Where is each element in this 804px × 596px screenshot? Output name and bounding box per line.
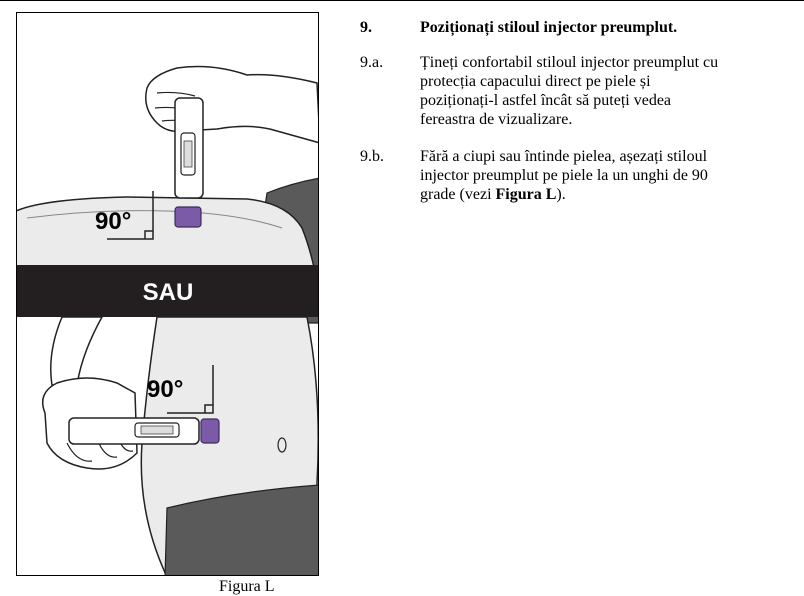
hand-top: [145, 65, 318, 144]
substep-9b: 9.b. Fără a ciupi sau întinde pielea, aș…: [360, 147, 804, 204]
substep-number: 9.b.: [360, 148, 384, 165]
injection-illustration: 90° SAU 90°: [17, 65, 318, 575]
step-heading: 9. Poziționați stiloul injector preumplu…: [360, 18, 804, 37]
angle-marker-bottom: [167, 365, 214, 414]
substep-text: Țineți confortabil stiloul injector preu…: [420, 54, 719, 128]
substep-9a: 9.a. Țineți confortabil stiloul injector…: [360, 53, 804, 129]
navel: [277, 437, 287, 453]
arm-bottom: [50, 316, 104, 386]
substep-text-start: Fără a ciupi sau întinde pielea, așezați…: [420, 148, 708, 203]
figure-l-panel: 90° SAU 90°: [16, 12, 319, 576]
top-rule: [0, 0, 804, 1]
skin-contour: [26, 210, 283, 229]
figure-reference: Figura L: [495, 186, 557, 203]
substep-text-end: ).: [556, 186, 566, 203]
angle-marker-top: [107, 191, 154, 240]
substep-text: Fără a ciupi sau întinde pielea, așezați…: [420, 147, 804, 204]
angle-label-top: 90°: [95, 208, 131, 235]
or-separator-label: SAU: [143, 279, 194, 306]
step-title: Poziționați stiloul injector preumplut.: [420, 19, 678, 36]
substep-number: 9.a.: [360, 54, 384, 71]
angle-label-bottom: 90°: [147, 376, 183, 403]
step-section: 9. Poziționați stiloul injector preumplu…: [360, 18, 804, 222]
pen-cap-vertical: [174, 206, 202, 228]
pen-cap-horizontal: [200, 418, 220, 444]
pen-window-inner-h: [140, 425, 174, 435]
dark-clothing-bottom: [164, 484, 318, 575]
pen-window-inner: [183, 140, 193, 168]
or-separator-band: [17, 265, 318, 317]
figure-caption: Figura L: [219, 578, 275, 595]
step-number: 9.: [360, 19, 372, 36]
